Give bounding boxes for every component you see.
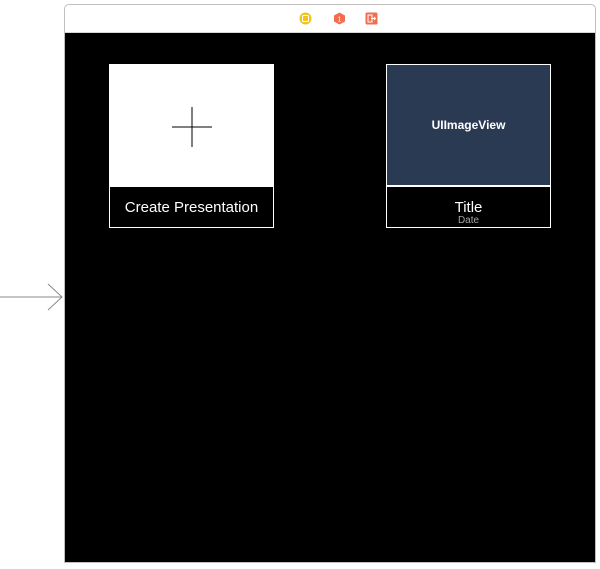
- thumbnail-image-view: UIImageView: [387, 65, 550, 187]
- plus-icon: [172, 107, 212, 147]
- scene-dock: 1: [65, 5, 595, 33]
- presentation-cell[interactable]: UIImageView Title Date: [386, 64, 551, 228]
- image-view-label: UIImageView: [431, 118, 506, 132]
- initial-view-controller-arrow-icon[interactable]: [0, 282, 66, 312]
- collection-view[interactable]: Create Presentation UIImageView Title Da…: [65, 33, 595, 562]
- presentation-title-label: Title: [454, 199, 483, 216]
- presentation-date-label: Date: [457, 215, 480, 226]
- exit-icon[interactable]: [365, 12, 378, 25]
- create-presentation-cell[interactable]: Create Presentation: [109, 64, 274, 228]
- first-responder-icon[interactable]: 1: [333, 12, 346, 25]
- create-cell-image-area: [110, 65, 273, 187]
- view-controller-scene[interactable]: 1 Create Presentation: [64, 4, 596, 563]
- svg-text:1: 1: [338, 17, 342, 24]
- create-presentation-label: Create Presentation: [124, 199, 259, 216]
- view-controller-icon[interactable]: [299, 12, 312, 25]
